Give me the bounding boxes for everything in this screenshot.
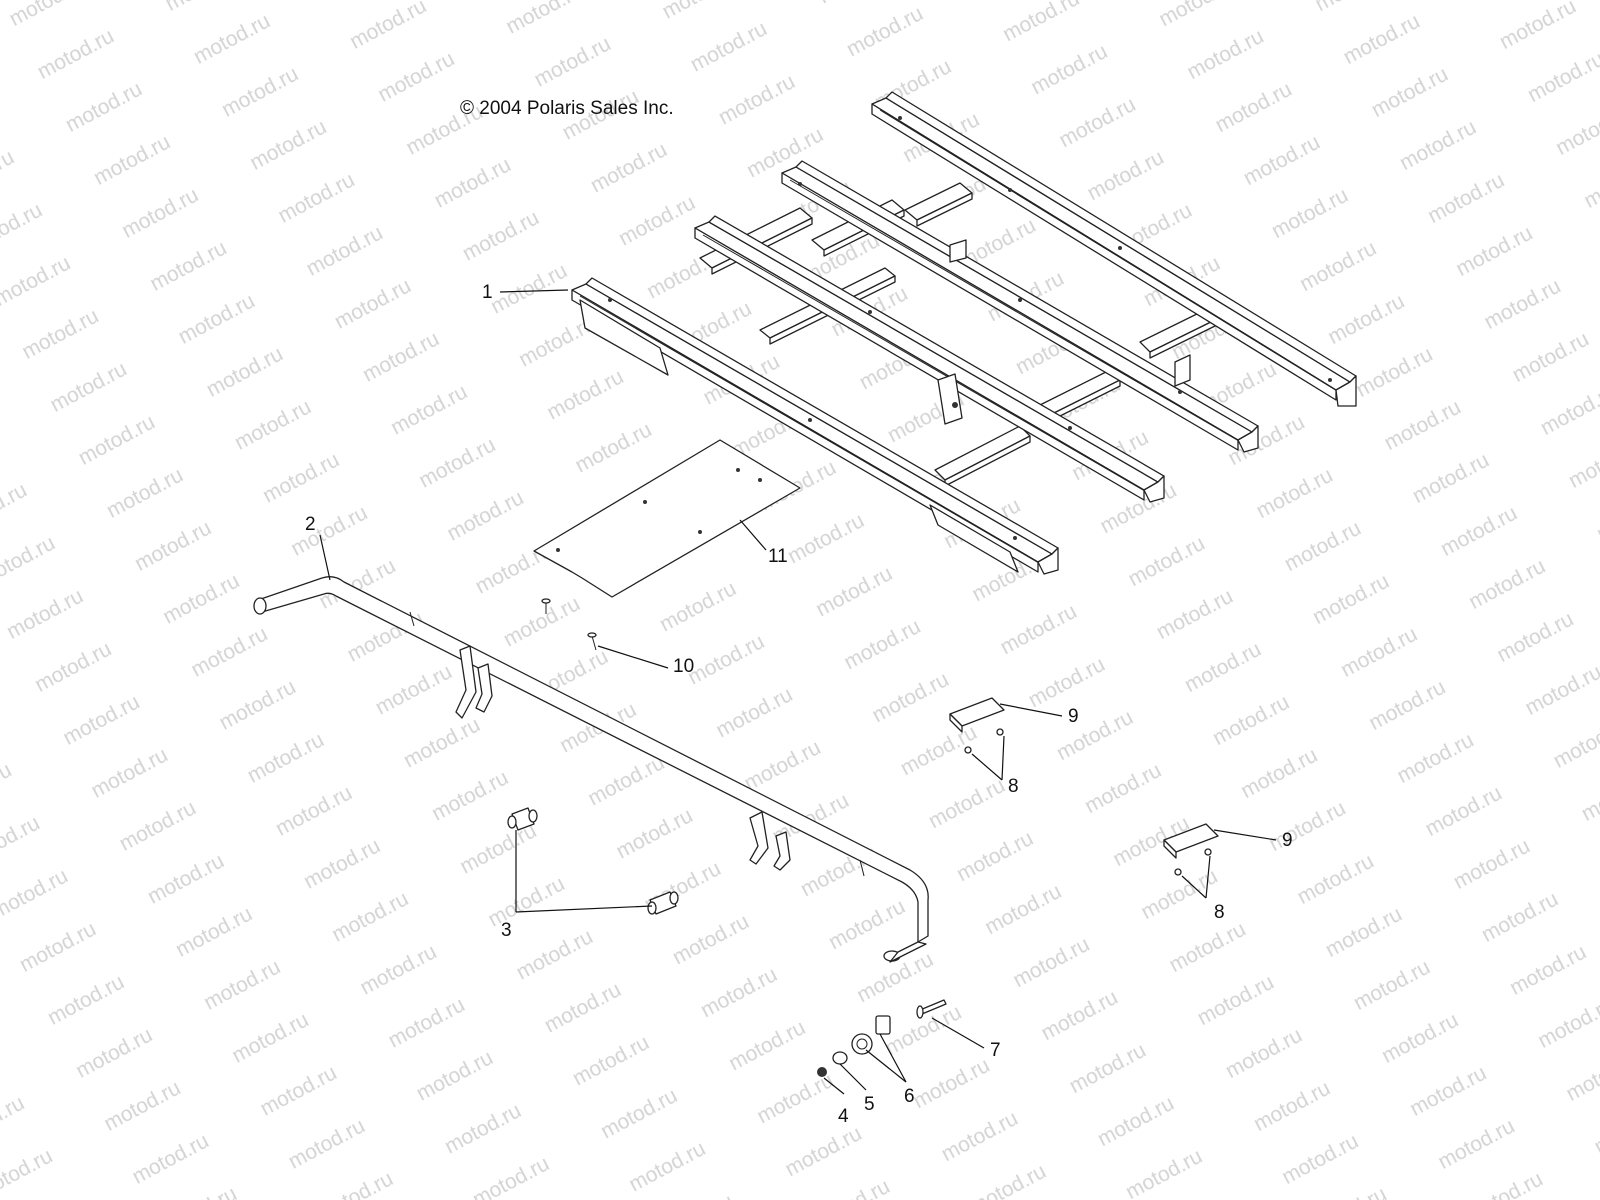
frame-rail-rear xyxy=(871,91,1357,407)
callout-4: 4 xyxy=(838,1106,849,1127)
frame-rail-middle-front xyxy=(694,215,1165,503)
callout-9-upper: 9 xyxy=(1068,706,1079,727)
frame-rail-front xyxy=(571,277,1059,575)
callout-5: 5 xyxy=(864,1094,875,1115)
hardware xyxy=(817,999,947,1077)
callout-1: 1 xyxy=(482,282,493,303)
leader-lines xyxy=(319,289,1277,1095)
callout-11: 11 xyxy=(768,546,788,567)
frame-rail-middle-rear xyxy=(781,160,1259,453)
callout-3: 3 xyxy=(501,920,512,941)
callout-8-lower: 8 xyxy=(1214,902,1225,923)
frame-crossbars xyxy=(699,182,1216,487)
callout-6: 6 xyxy=(904,1086,915,1107)
screw-parts xyxy=(541,598,597,651)
frame-rails-assembly xyxy=(571,91,1357,575)
bar-brackets xyxy=(455,645,791,871)
small-screws xyxy=(964,728,1212,876)
bushings xyxy=(507,807,679,915)
copyright-notice: © 2004 Polaris Sales Inc. xyxy=(460,98,674,119)
tube-bar xyxy=(253,576,929,963)
floor-plate xyxy=(533,439,801,598)
callout-10: 10 xyxy=(673,656,695,677)
small-plates xyxy=(949,697,1219,859)
callout-8-upper: 8 xyxy=(1008,776,1019,797)
callout-9-lower: 9 xyxy=(1282,830,1293,851)
callout-7: 7 xyxy=(990,1040,1001,1061)
callout-2: 2 xyxy=(305,514,316,535)
